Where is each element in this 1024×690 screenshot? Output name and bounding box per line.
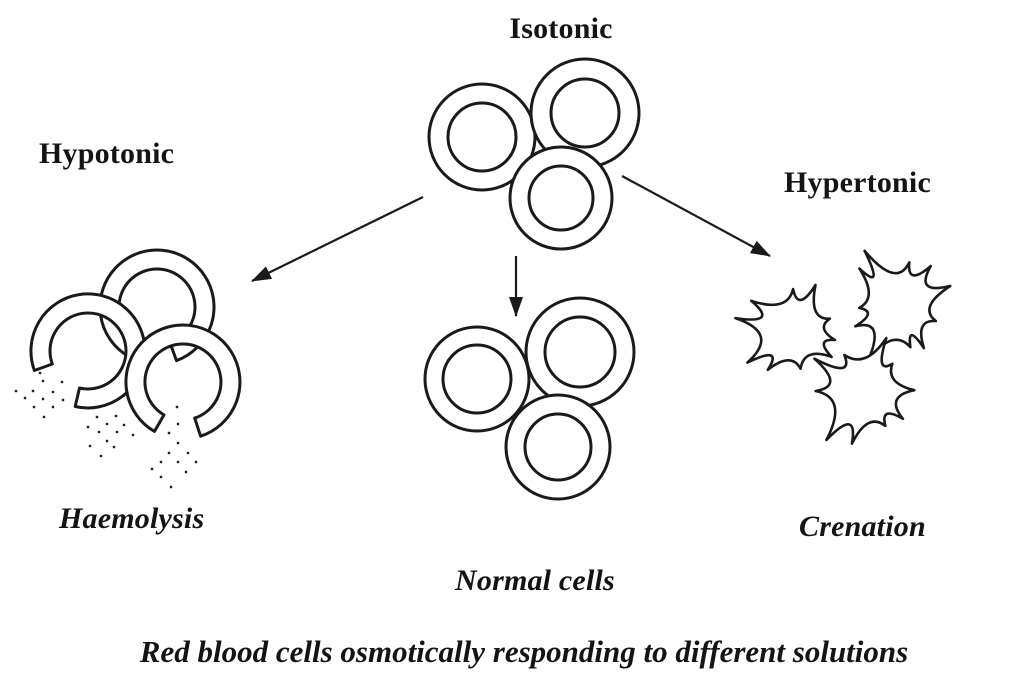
leak-dot	[131, 433, 135, 437]
hypertonic-label: Hypertonic	[784, 166, 931, 199]
isotonic-cell-cluster	[427, 57, 641, 251]
crenation-cell-cluster	[734, 249, 952, 445]
leak-dot	[42, 415, 46, 419]
leak-dot	[95, 415, 99, 419]
leak-dot	[194, 460, 198, 464]
leak-dot	[51, 390, 55, 394]
normal-cell	[423, 325, 531, 433]
crenated-cell	[854, 249, 952, 360]
leak-dot	[184, 470, 188, 474]
leak-dot	[167, 451, 171, 455]
leak-dot	[88, 444, 92, 448]
leak-dot	[32, 405, 36, 409]
arrow-to-haemolysis	[251, 196, 424, 282]
crenated-cell	[734, 283, 837, 372]
leak-dot	[105, 439, 109, 443]
leak-dot	[175, 405, 179, 409]
leak-dot	[176, 441, 180, 445]
leak-dot	[61, 398, 65, 402]
leak-dot	[41, 397, 45, 401]
leak-dot	[112, 445, 116, 449]
leak-dot	[122, 423, 126, 427]
leak-dot	[23, 396, 27, 400]
leak-dot	[167, 431, 171, 435]
leak-dot	[105, 422, 109, 426]
normal-cells-label: Normal cells	[455, 564, 615, 597]
leak-dot	[115, 430, 119, 434]
leak-dot	[176, 422, 180, 426]
crenated-cell	[813, 336, 916, 445]
leak-dot	[60, 380, 64, 384]
isotonic-cell	[529, 57, 641, 169]
leak-dot	[159, 460, 163, 464]
leak-dot	[41, 379, 45, 383]
leak-dot	[51, 405, 55, 409]
leak-dot	[176, 460, 180, 464]
normal-cell-cluster	[423, 296, 636, 501]
leak-dot	[97, 430, 101, 434]
leak-dot	[86, 425, 90, 429]
leak-dot	[150, 467, 154, 471]
haemolysed-cell	[29, 292, 147, 410]
isotonic-label: Isotonic	[509, 12, 613, 45]
haemoglobin-leak-dots	[14, 371, 198, 489]
leak-dot	[38, 371, 42, 375]
haemolysis-cell-cluster	[29, 248, 242, 438]
haemolysed-cell	[124, 323, 242, 438]
normal-cell	[504, 393, 612, 501]
leak-dot	[14, 389, 18, 393]
leak-dot	[169, 485, 173, 489]
diagram-caption: Red blood cells osmotically responding t…	[139, 634, 909, 669]
leak-dot	[99, 454, 103, 458]
arrow-to-crenation	[621, 175, 771, 257]
leak-dot	[31, 389, 35, 393]
leak-dot	[114, 414, 118, 418]
crenation-label: Crenation	[799, 510, 926, 543]
leak-dot	[159, 475, 163, 479]
hypotonic-label: Hypotonic	[39, 137, 175, 170]
leak-dot	[186, 451, 190, 455]
isotonic-cell	[508, 145, 614, 251]
normal-cell	[524, 296, 636, 408]
haemolysis-label: Haemolysis	[59, 502, 205, 535]
